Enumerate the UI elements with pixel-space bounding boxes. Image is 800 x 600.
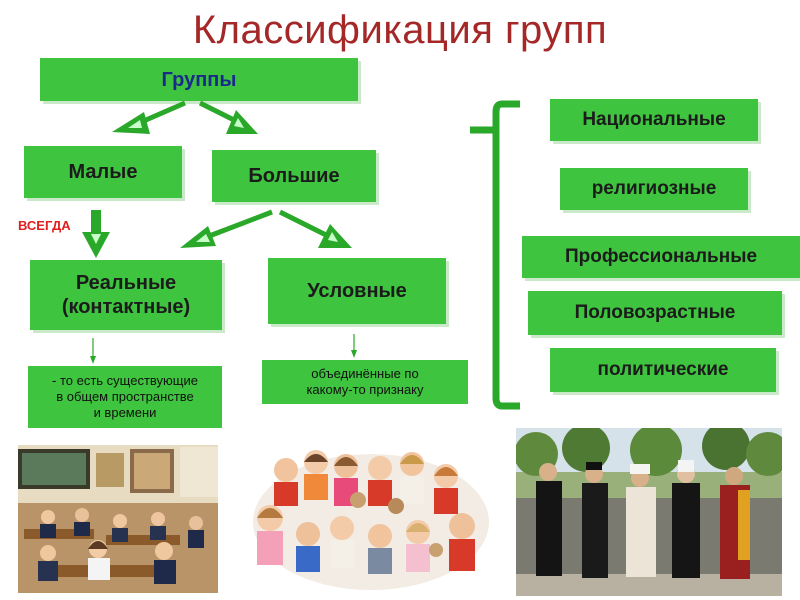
- small-groups-label: Малые: [68, 161, 138, 183]
- arrow-real-to-note: [90, 338, 96, 364]
- large-groups-node: Большие: [212, 150, 376, 202]
- arrow-conditional-to-note: [351, 334, 357, 358]
- arrow-large-to-conditional: [278, 209, 352, 248]
- real-groups-note-text: - то есть существующие в общем пространс…: [52, 372, 198, 421]
- real-groups-label: Реальные (контактные): [61, 272, 191, 318]
- type-national-label: Национальные: [582, 108, 726, 130]
- type-professional-label: Профессиональные: [564, 245, 758, 267]
- conditional-groups-label: Условные: [307, 280, 407, 302]
- always-label: ВСЕГДА: [18, 218, 71, 233]
- children-photo: [246, 440, 496, 595]
- types-bracket: [470, 100, 520, 410]
- arrow-large-to-real: [180, 209, 273, 248]
- real-groups-note: - то есть существующие в общем пространс…: [28, 366, 222, 428]
- page-title: Классификация групп: [192, 8, 608, 52]
- real-groups-node: Реальные (контактные): [30, 260, 222, 330]
- large-groups-label: Большие: [248, 165, 340, 187]
- type-religious: религиозные: [560, 168, 748, 210]
- classroom-photo: [18, 445, 218, 593]
- type-gender-age: Половозрастные: [528, 291, 782, 335]
- type-gender-age-label: Половозрастные: [574, 301, 736, 323]
- groups-node-label: Группы: [161, 68, 237, 91]
- groups-node: Группы: [40, 58, 358, 101]
- type-political: политические: [550, 348, 776, 392]
- type-professional: Профессиональные: [522, 236, 800, 278]
- arrow-root-to-small: [112, 100, 186, 134]
- type-national: Национальные: [550, 99, 758, 141]
- religious-leaders-photo: [516, 428, 782, 596]
- arrow-root-to-large: [198, 100, 258, 134]
- small-groups-node: Малые: [24, 146, 182, 198]
- conditional-groups-node: Условные: [268, 258, 446, 324]
- conditional-groups-note-text: объединённые по какому-то признаку: [306, 365, 424, 397]
- type-religious-label: религиозные: [591, 177, 717, 199]
- type-political-label: политические: [597, 358, 729, 380]
- conditional-groups-note: объединённые по какому-то признаку: [262, 360, 468, 404]
- arrow-small-to-real: [82, 210, 110, 258]
